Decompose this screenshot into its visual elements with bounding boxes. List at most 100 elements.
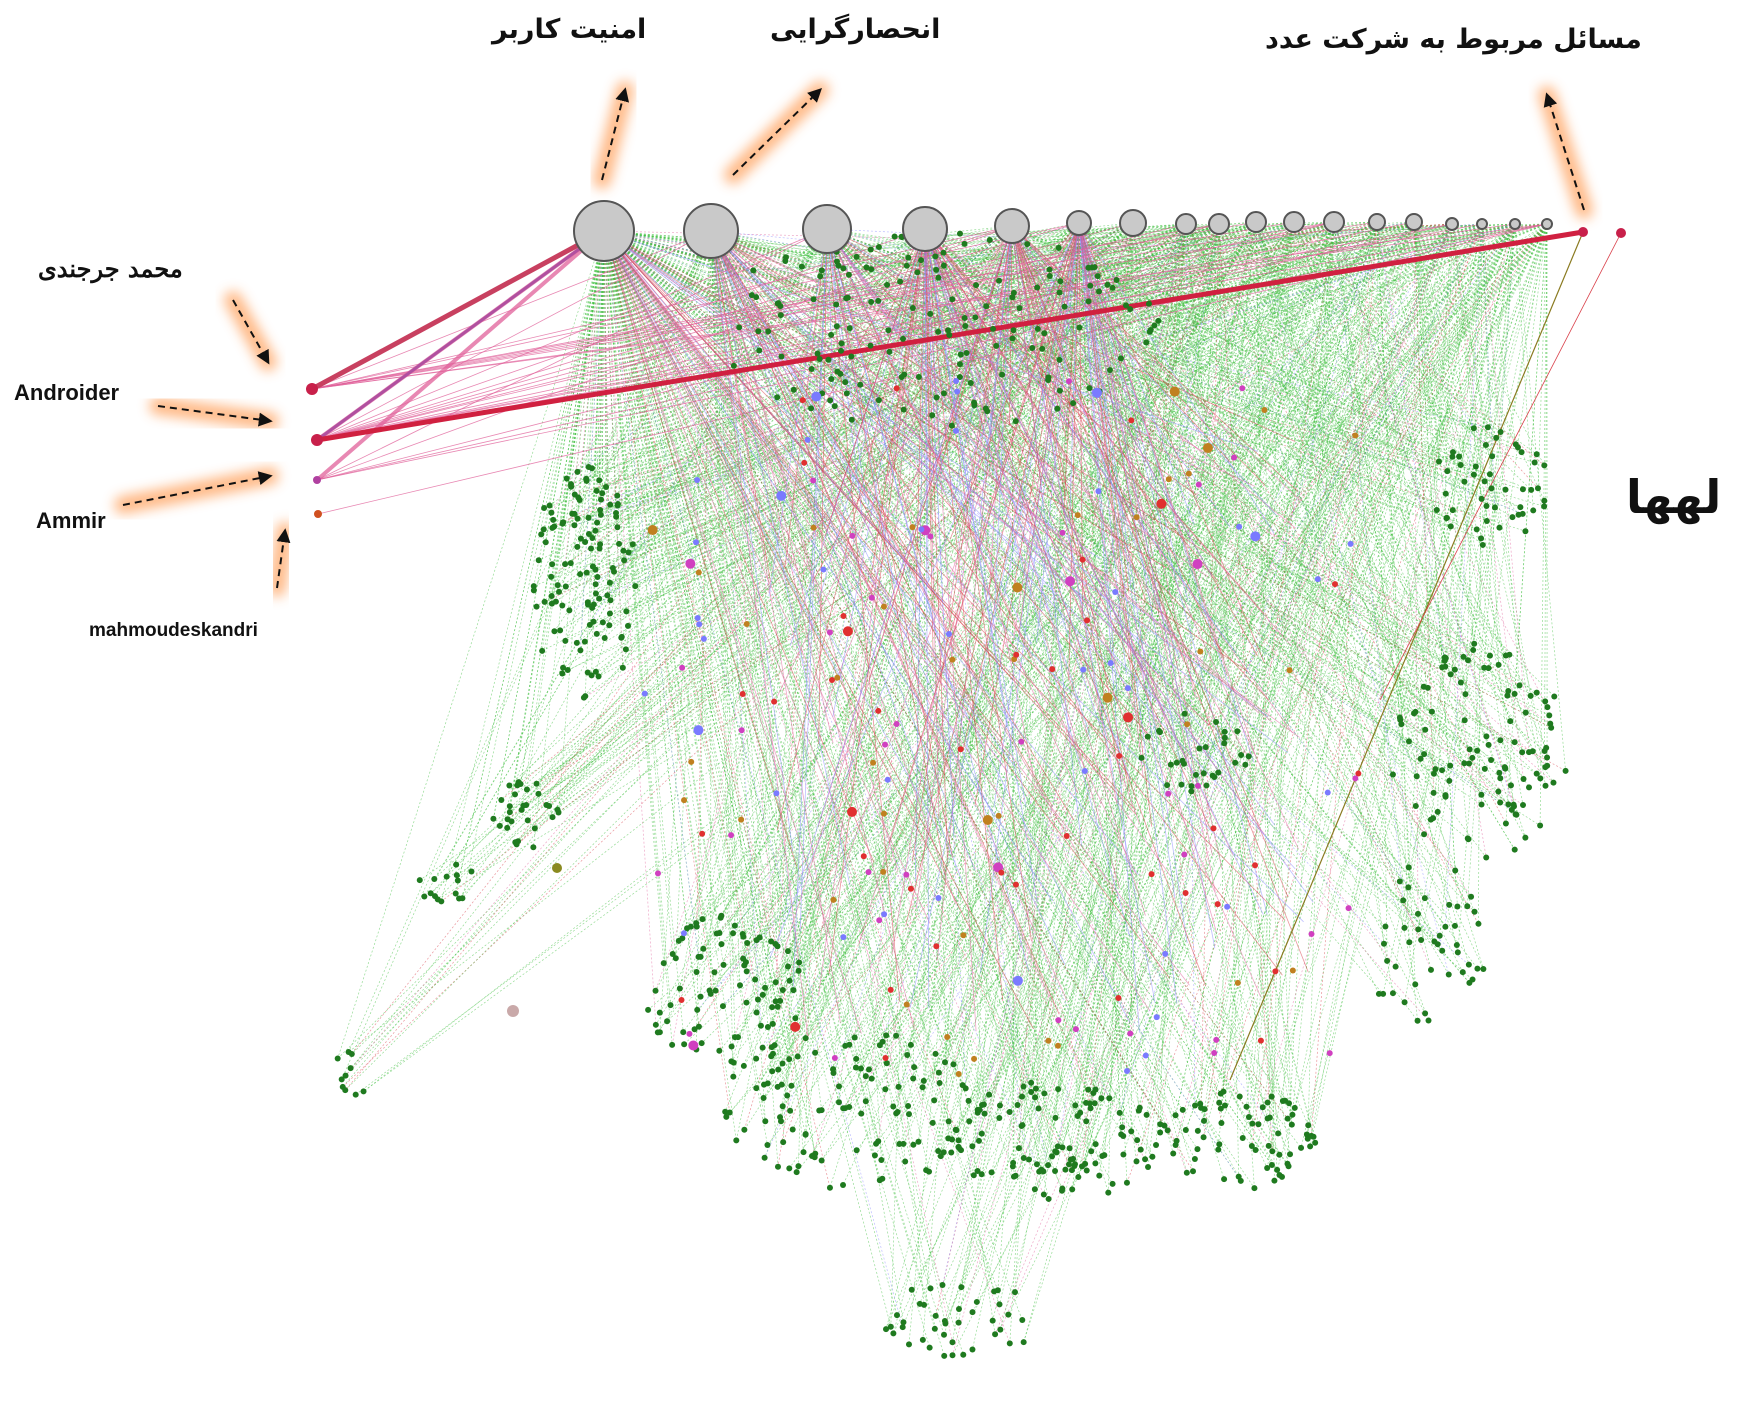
leaf-node bbox=[1076, 324, 1083, 331]
edge bbox=[960, 225, 1013, 355]
mid-node bbox=[960, 932, 967, 939]
leaf-node bbox=[1466, 746, 1473, 753]
leaf-node bbox=[1061, 303, 1068, 310]
leaf-node bbox=[1544, 762, 1551, 769]
edge bbox=[1078, 222, 1434, 819]
mid-node bbox=[1072, 1026, 1079, 1033]
edge bbox=[826, 228, 1127, 306]
edge bbox=[1255, 221, 1447, 659]
topic-hub-node bbox=[1245, 211, 1267, 233]
leaf-node bbox=[1087, 1105, 1094, 1112]
edge bbox=[1218, 223, 1509, 692]
leaf-node bbox=[812, 1049, 819, 1056]
edge bbox=[1058, 223, 1187, 249]
leaf-node bbox=[1400, 897, 1407, 904]
edge bbox=[1413, 221, 1438, 510]
leaf-node bbox=[893, 1312, 900, 1319]
user-label-eskandri: mahmoudeskandri bbox=[89, 620, 258, 641]
leaf-node bbox=[1456, 453, 1463, 460]
leaf-node bbox=[573, 639, 580, 646]
mid-node bbox=[678, 997, 685, 1004]
leaf-node bbox=[1502, 820, 1509, 827]
edge bbox=[595, 223, 1187, 673]
leaf-node bbox=[583, 569, 590, 576]
edge bbox=[1293, 221, 1459, 953]
mid-node bbox=[1095, 488, 1102, 495]
leaf-node bbox=[1312, 1139, 1319, 1146]
leaf-node bbox=[902, 1158, 909, 1165]
leaf-node bbox=[575, 494, 582, 501]
leaf-node bbox=[1447, 523, 1454, 530]
topic-hub-node bbox=[994, 208, 1030, 244]
leaf-node bbox=[743, 968, 750, 975]
leaf-node bbox=[774, 1003, 781, 1010]
leaf-node bbox=[352, 1091, 359, 1098]
mid-node bbox=[1210, 825, 1217, 832]
leaf-node bbox=[1192, 1102, 1199, 1109]
leaf-node bbox=[1020, 1083, 1027, 1090]
leaf-node bbox=[1457, 679, 1464, 686]
topic-label-adad-company: مسائل مربوط به شرکت عدد bbox=[1265, 24, 1642, 55]
leaf-node bbox=[1275, 1130, 1282, 1137]
leaf-node bbox=[1529, 748, 1536, 755]
leaf-node bbox=[1447, 762, 1454, 769]
leaf-node bbox=[1109, 1180, 1116, 1187]
leaf-node bbox=[1096, 288, 1103, 295]
mid-node bbox=[918, 526, 925, 533]
leaf-node bbox=[904, 1051, 911, 1058]
edge bbox=[603, 230, 753, 296]
leaf-node bbox=[599, 490, 606, 497]
leaf-node bbox=[1264, 1115, 1271, 1122]
leaf-node bbox=[1511, 690, 1518, 697]
leaf-node bbox=[1471, 908, 1478, 915]
mid-node bbox=[1091, 387, 1102, 398]
leaf-node bbox=[790, 987, 797, 994]
leaf-node bbox=[1104, 281, 1111, 288]
edge bbox=[526, 230, 605, 790]
leaf-node bbox=[975, 1137, 982, 1144]
leaf-node bbox=[1428, 708, 1435, 715]
leaf-node bbox=[1218, 1119, 1225, 1126]
leaf-node bbox=[1092, 1086, 1099, 1093]
leaf-node bbox=[779, 987, 786, 994]
leaf-node bbox=[530, 587, 537, 594]
leaf-node bbox=[959, 1082, 966, 1089]
mid-node bbox=[686, 1030, 693, 1037]
leaf-node bbox=[1034, 325, 1041, 332]
leaf-node bbox=[1422, 1010, 1429, 1017]
leaf-node bbox=[817, 273, 824, 280]
edge bbox=[544, 222, 1080, 603]
leaf-node bbox=[1083, 1099, 1090, 1106]
leaf-node bbox=[891, 233, 898, 240]
leaf-node bbox=[1020, 1155, 1027, 1162]
topic-hub-node bbox=[1066, 210, 1092, 236]
leaf-node bbox=[1470, 471, 1477, 478]
leaf-node bbox=[592, 581, 599, 588]
user-node bbox=[311, 434, 323, 446]
leaf-node bbox=[967, 379, 974, 386]
leaf-node bbox=[584, 599, 591, 606]
mid-node bbox=[810, 477, 817, 484]
leaf-node bbox=[1466, 760, 1473, 767]
edge bbox=[603, 230, 610, 626]
leaf-node bbox=[876, 1042, 883, 1049]
leaf-node bbox=[1278, 1173, 1285, 1180]
leaf-node bbox=[730, 930, 737, 937]
edge bbox=[1451, 223, 1482, 805]
leaf-node bbox=[969, 1346, 976, 1353]
leaf-node bbox=[1474, 747, 1481, 754]
leaf-node bbox=[1072, 1102, 1079, 1109]
leaf-node bbox=[882, 1086, 889, 1093]
mid-node bbox=[1115, 995, 1122, 1002]
leaf-node bbox=[580, 694, 587, 701]
leaf-node bbox=[1178, 781, 1185, 788]
leaf-node bbox=[1464, 835, 1471, 842]
leaf-node bbox=[1209, 772, 1216, 779]
leaf-node bbox=[789, 1126, 796, 1133]
leaf-node bbox=[857, 381, 864, 388]
leaf-node bbox=[1308, 1132, 1315, 1139]
leaf-node bbox=[1454, 949, 1461, 956]
leaf-node bbox=[1497, 737, 1504, 744]
leaf-node bbox=[1541, 462, 1548, 469]
edge bbox=[860, 221, 1295, 386]
